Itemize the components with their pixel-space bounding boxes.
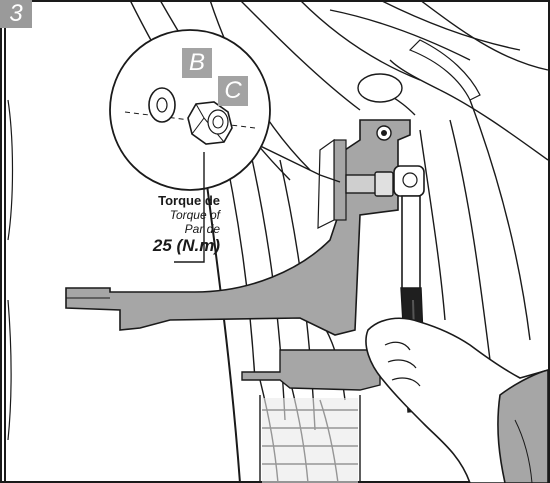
callout-circle	[109, 29, 271, 191]
torque-label-es: Torque de	[158, 193, 220, 208]
torque-label-en: Torque of	[169, 208, 220, 222]
torque-value: 25 (N.m)	[152, 236, 220, 255]
part-label-nut: C	[218, 76, 248, 106]
hand-finger-3	[391, 377, 421, 387]
torque-spec: Torque de Torque of Par de 25 (N.m)	[153, 193, 220, 256]
lower-bracket	[241, 349, 381, 391]
mounted-nut	[374, 171, 394, 197]
sleeve-fold	[514, 419, 533, 483]
body-panel	[408, 39, 481, 101]
torque-label-fr: Par de	[184, 222, 220, 236]
body-opening	[357, 73, 403, 103]
sleeve	[497, 368, 549, 483]
vehicle-body-lines	[129, 0, 549, 483]
step-number-badge: 3	[0, 0, 32, 28]
callout-leader	[247, 139, 341, 183]
mounting-bracket	[65, 119, 411, 336]
hex-nut	[187, 101, 233, 145]
part-label-washer: B	[182, 48, 212, 78]
hand-finger-2	[387, 359, 417, 369]
plate-edge	[317, 138, 335, 229]
torque-leader	[174, 152, 205, 263]
tire-tread	[262, 398, 358, 483]
top-bolt-center	[381, 130, 387, 136]
hand-finger-1	[384, 341, 411, 351]
washer	[148, 87, 176, 123]
left-body-line	[7, 99, 14, 241]
left-body-line-lower	[7, 299, 12, 441]
